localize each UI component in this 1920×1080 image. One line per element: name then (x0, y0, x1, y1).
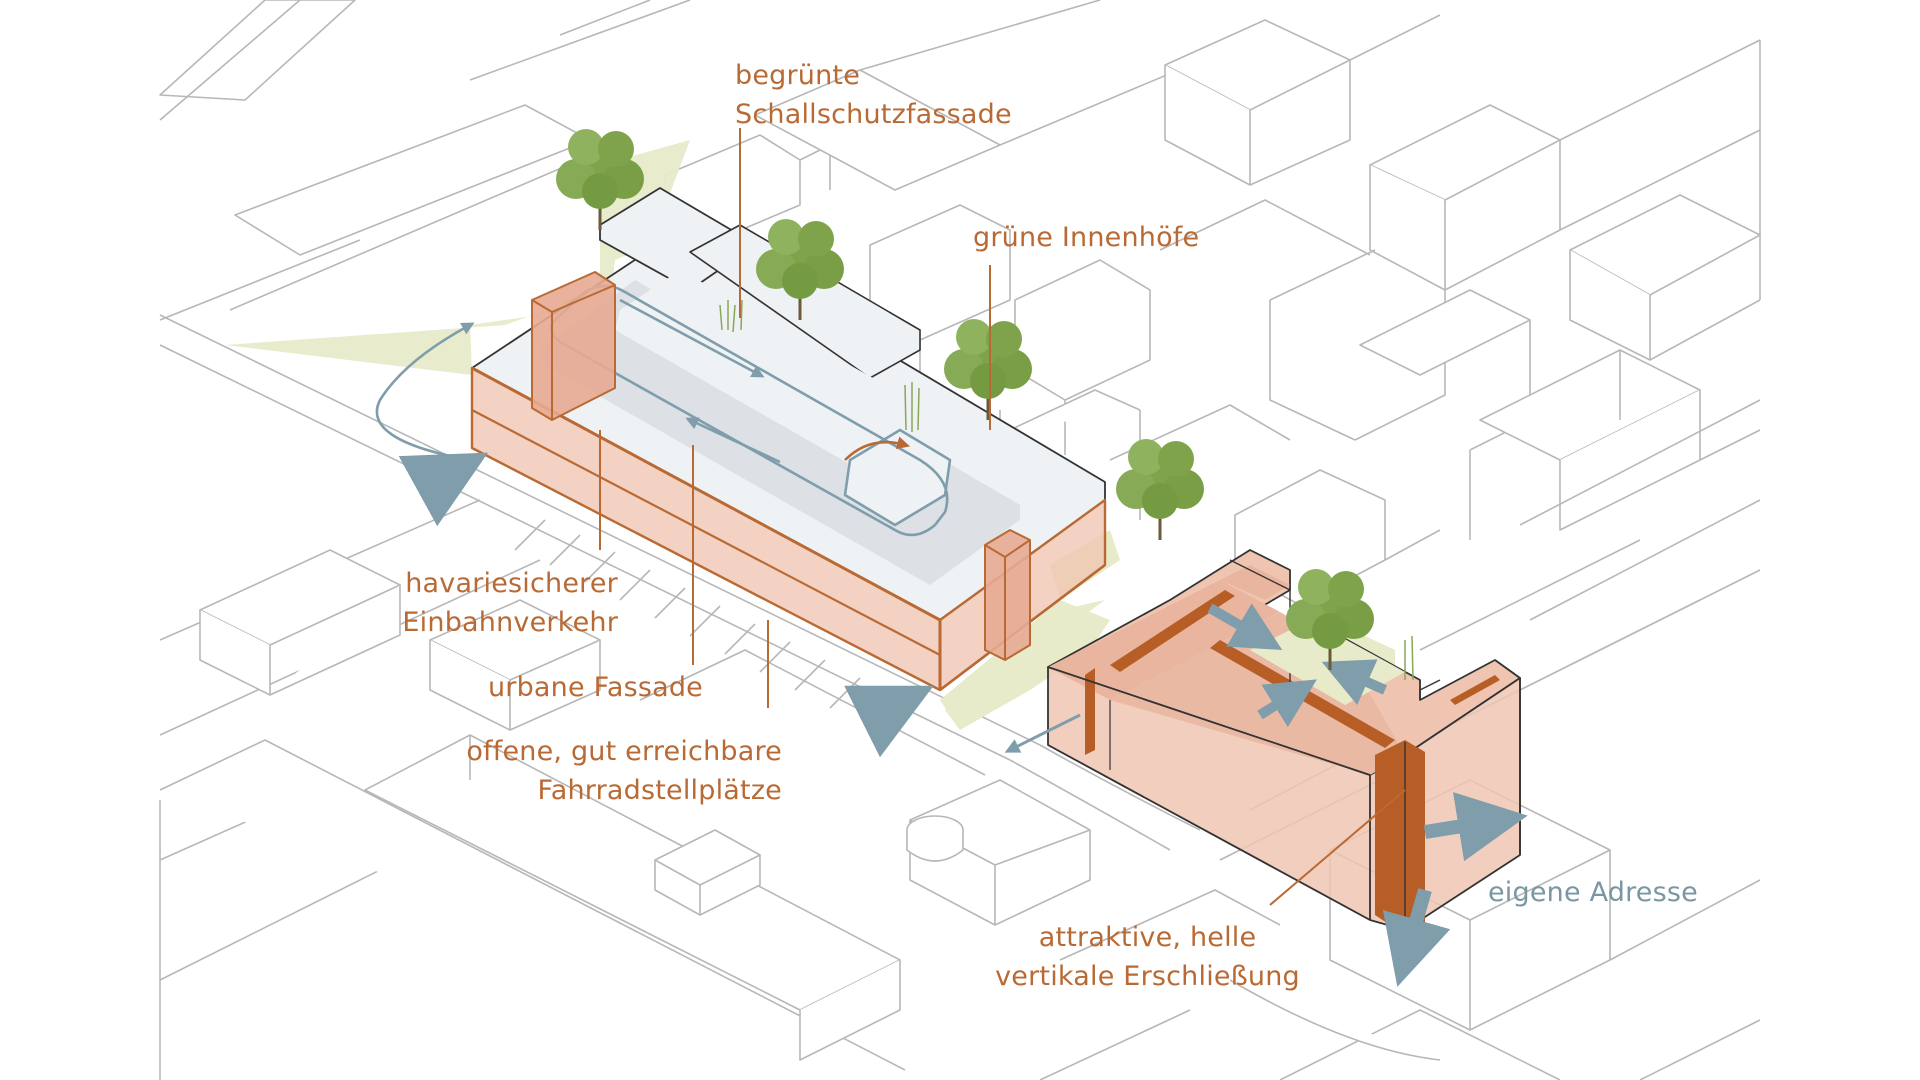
core-band-diagonal (1110, 590, 1235, 672)
label-urban-facade-text: urbane Fassade (487, 672, 703, 703)
label-bike-parking-line2: Fahrradstellplätze (537, 775, 782, 806)
label-own-address: eigene Adresse (1488, 873, 1698, 912)
trees (554, 127, 1414, 681)
label-urban-facade: urbane Fassade (448, 668, 703, 707)
label-facade-green-line2: Schallschutzfassade (735, 99, 1012, 130)
label-traffic-line1: havariesicherer (405, 568, 618, 599)
label-facade-green: begrünte Schallschutzfassade (735, 56, 1012, 134)
label-bike-parking: offene, gut erreichbare Fahrradstellplät… (430, 732, 782, 810)
label-own-address-text: eigene Adresse (1488, 877, 1698, 908)
label-access-line1: attraktive, helle (1038, 922, 1257, 953)
label-bike-parking-line1: offene, gut erreichbare (466, 736, 782, 767)
leader-access (1269, 789, 1406, 906)
entry-arrows (398, 452, 934, 758)
l-building (1004, 549, 1528, 987)
label-traffic-line2: Einbahnverkehr (402, 607, 618, 638)
label-access-line2: vertikale Erschließung (995, 961, 1300, 992)
annotation-leaders (599, 128, 1406, 906)
stair-tower-east (984, 529, 1031, 661)
label-traffic: havariesicherer Einbahnverkehr (368, 564, 618, 642)
core-vertical (1375, 740, 1425, 935)
label-courtyards-text: grüne Innenhöfe (973, 222, 1200, 253)
main-building (375, 187, 1107, 692)
label-access: attraktive, helle vertikale Erschließung (950, 918, 1345, 996)
label-facade-green-line1: begrünte (735, 60, 861, 91)
label-courtyards: grüne Innenhöfe (973, 218, 1199, 257)
